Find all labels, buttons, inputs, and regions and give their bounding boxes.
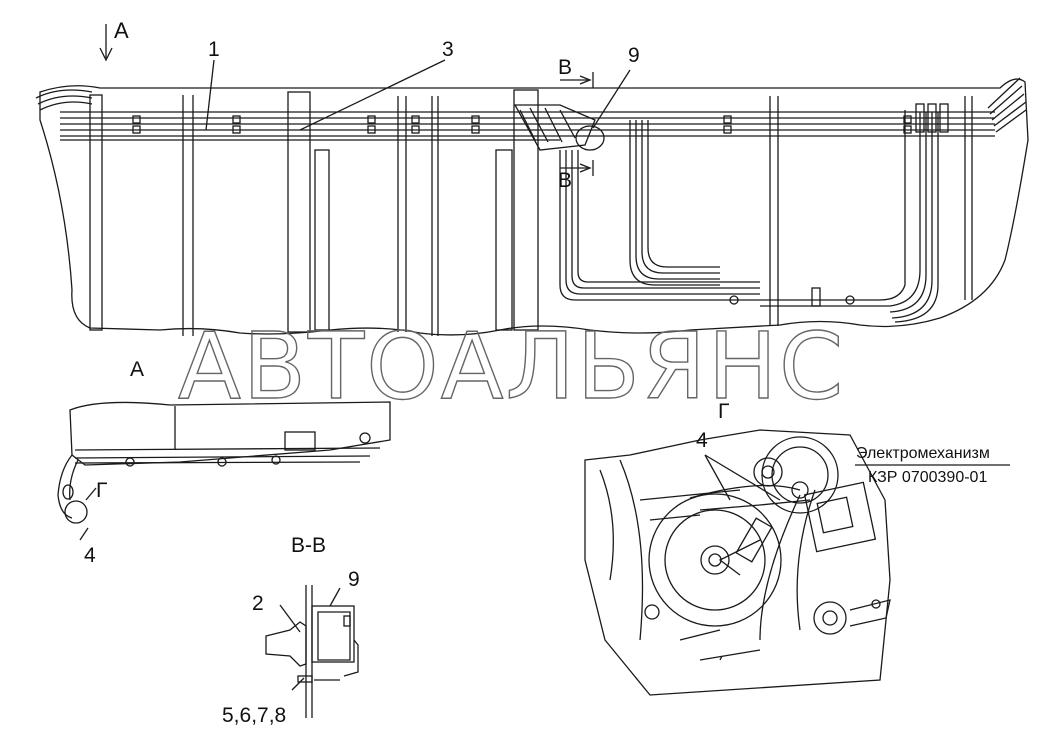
detail-g-title: Г	[718, 400, 729, 423]
main-assembly-view	[35, 24, 1029, 336]
view-a-arrow-label: А	[114, 18, 129, 43]
watermark-text: АВТОАЛЬЯНС	[178, 313, 845, 420]
section-bb-title: В-В	[291, 534, 326, 557]
callout-4-left: 4	[84, 544, 96, 567]
detail-g-view	[584, 429, 1010, 696]
callout-4-detail: 4	[696, 429, 708, 452]
view-a-title: А	[130, 358, 144, 381]
callout-9-detail: 9	[348, 568, 360, 591]
callout-1: 1	[208, 38, 220, 61]
view-a-side	[57, 401, 391, 541]
mechanism-name: Электромеханизм	[856, 445, 990, 462]
mechanism-code: КЗР 0700390-01	[868, 469, 987, 486]
callout-2: 2	[252, 592, 264, 615]
callout-g-small: Г	[96, 479, 107, 502]
section-bb-view	[265, 585, 359, 718]
section-b-bottom-marker: В	[558, 169, 572, 192]
callout-3: 3	[442, 38, 454, 61]
section-b-top-marker: В	[558, 56, 572, 79]
callout-9-top: 9	[628, 44, 640, 67]
callout-5-6-7-8: 5,6,7,8	[222, 704, 286, 727]
